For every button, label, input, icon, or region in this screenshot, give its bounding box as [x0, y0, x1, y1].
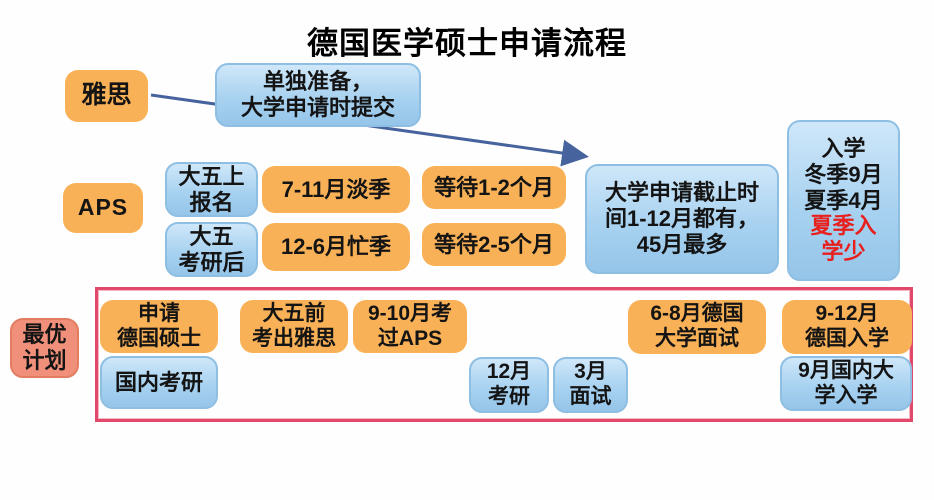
plan-step-box: 12月 考研: [469, 357, 549, 413]
enrollment-main-text: 入学 冬季9月 夏季4月: [804, 135, 883, 213]
optimal-plan-frame: [95, 287, 913, 422]
page-title: 德国医学硕士申请流程: [307, 26, 627, 61]
plan-step-box: 9-10月考 过APS: [353, 300, 467, 353]
ielts-note-box: 单独准备， 大学申请时提交: [215, 63, 421, 127]
aps-wait-text: 等待1-2个月: [434, 174, 554, 200]
aps-wait-box: 等待1-2个月: [422, 166, 566, 209]
enrollment-box: 入学 冬季9月 夏季4月 夏季入 学少: [787, 120, 900, 281]
aps-stage-text: 大五上 报名: [178, 163, 245, 215]
plan-step-text: 9月国内大 学入学: [798, 358, 894, 407]
plan-step-text: 3月 面试: [569, 360, 612, 408]
aps-stage-box: 大五 考研后: [165, 222, 258, 277]
plan-step-text: 大五前 考出雅思: [252, 301, 336, 350]
deadline-note-box: 大学申请截止时 间1-12月都有， 45月最多: [585, 164, 779, 274]
ielts-label: 雅思: [81, 81, 132, 110]
plan-step-box: 6-8月德国 大学面试: [628, 300, 766, 354]
aps-wait-box: 等待2-5个月: [422, 223, 566, 266]
plan-step-text: 9-10月考 过APS: [367, 301, 453, 350]
plan-step-box: 申请 德国硕士: [100, 300, 218, 353]
aps-season-text: 7-11月淡季: [281, 176, 391, 202]
deadline-note-text: 大学申请截止时 间1-12月都有， 45月最多: [604, 180, 760, 257]
aps-box: APS: [63, 183, 143, 233]
aps-stage-box: 大五上 报名: [165, 162, 258, 217]
plan-step-box: 3月 面试: [553, 357, 628, 413]
plan-step-text: 9-12月 德国入学: [805, 302, 889, 350]
plan-step-box: 9-12月 德国入学: [782, 300, 912, 354]
ielts-note-text: 单独准备， 大学申请时提交: [240, 69, 395, 120]
plan-step-box: 大五前 考出雅思: [240, 300, 348, 353]
plan-step-text: 国内考研: [114, 369, 203, 395]
enrollment-highlight-text: 夏季入 学少: [810, 213, 877, 265]
optimal-plan-label: 最优 计划: [22, 322, 67, 373]
aps-stage-text: 大五 考研后: [178, 223, 245, 275]
plan-step-box: 国内考研: [100, 356, 218, 409]
aps-label: APS: [77, 194, 129, 221]
aps-season-box: 12-6月忙季: [262, 223, 410, 271]
optimal-plan-label-box: 最优 计划: [10, 318, 79, 378]
plan-step-text: 申请 德国硕士: [117, 301, 201, 350]
aps-wait-text: 等待2-5个月: [434, 231, 554, 257]
plan-step-text: 6-8月德国 大学面试: [650, 302, 744, 350]
aps-season-text: 12-6月忙季: [280, 234, 392, 260]
ielts-box: 雅思: [65, 70, 148, 122]
aps-season-box: 7-11月淡季: [262, 166, 410, 213]
plan-step-box: 9月国内大 学入学: [780, 356, 912, 411]
plan-step-text: 12月 考研: [486, 360, 532, 408]
